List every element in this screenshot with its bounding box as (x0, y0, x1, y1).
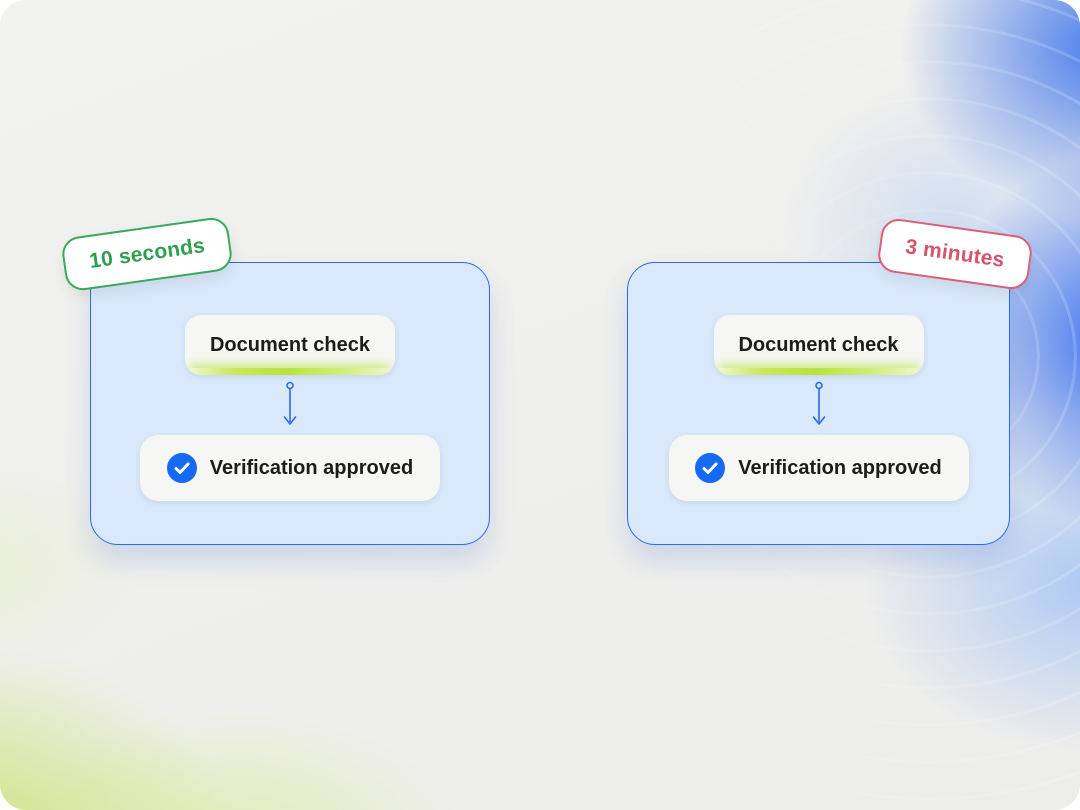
checkmark-icon (166, 453, 197, 483)
flow-card-fast: 10 seconds Document check Verification a… (60, 215, 490, 545)
arrow-down-icon (283, 381, 297, 425)
verification-approved-box: Verification approved (668, 435, 969, 501)
time-badge-slow-label: 3 minutes (904, 235, 1007, 272)
flow-card-slow: 3 minutes Document check Verification ap… (627, 216, 1035, 545)
progress-underline (717, 368, 920, 375)
document-check-box: Document check (713, 315, 924, 375)
checkmark-icon (695, 453, 726, 483)
document-check-label: Document check (738, 333, 899, 356)
verification-approved-label: Verification approved (209, 456, 414, 479)
progress-underline (189, 368, 391, 375)
arrow-down-icon (812, 381, 825, 425)
flow-connector (283, 381, 297, 431)
time-badge-slow: 3 minutes (876, 216, 1035, 292)
document-check-label: Document check (209, 333, 371, 356)
flow-connector (812, 381, 826, 431)
document-check-box: Document check (185, 315, 395, 375)
verification-approved-label: Verification approved (738, 456, 942, 479)
time-badge-fast: 10 seconds (60, 215, 235, 293)
time-badge-fast-label: 10 seconds (87, 234, 207, 273)
verification-approved-box: Verification approved (140, 435, 440, 501)
